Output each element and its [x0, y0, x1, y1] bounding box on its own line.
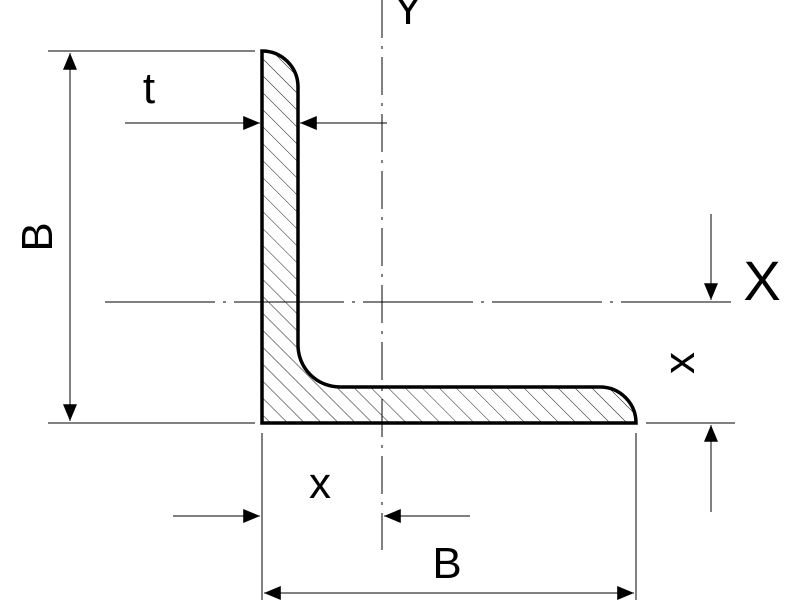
- angle-profile: [260, 49, 638, 425]
- label-centroid-x-horizontal: x: [309, 459, 331, 508]
- label-thickness-t: t: [143, 64, 155, 113]
- label-height-B: B: [13, 222, 62, 251]
- label-centroid-x-vertical: x: [655, 352, 704, 374]
- label-width-B: B: [432, 539, 461, 588]
- label-axis-X: X: [743, 249, 780, 312]
- label-axis-Y: Y: [393, 0, 422, 34]
